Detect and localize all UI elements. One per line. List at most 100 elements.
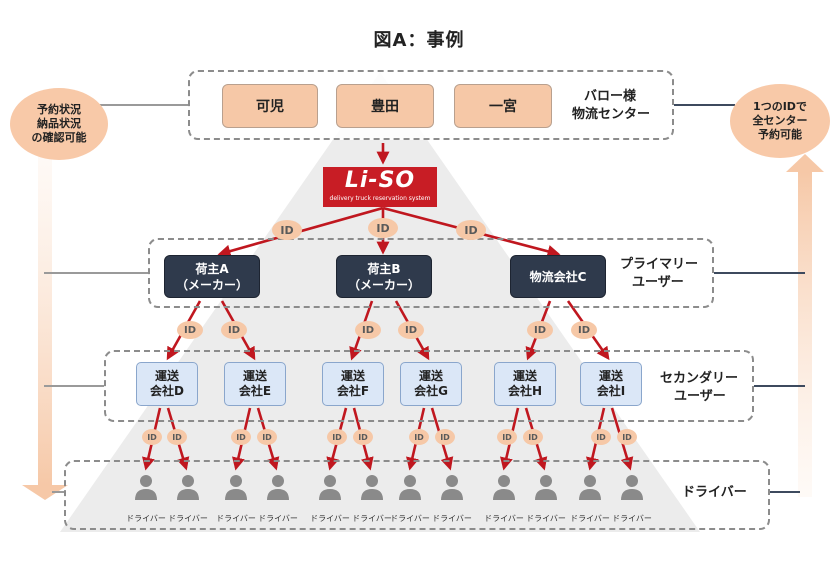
shipper-b-name: 荷主B — [367, 261, 401, 276]
id-badge: ID — [591, 429, 611, 445]
carrier-e-line2: 会社E — [238, 384, 272, 398]
carrier-h-box: 運送 会社H — [494, 362, 556, 406]
driver-label: ドライバー — [432, 514, 472, 523]
right-bubble-line2: 全センター — [752, 114, 808, 127]
logo-subtext: delivery truck reservation system — [329, 195, 431, 202]
driver-icon — [441, 475, 463, 500]
id-badge: ID — [257, 429, 277, 445]
center-kani: 可児 — [222, 84, 318, 128]
driver-label: ドライバー — [390, 514, 430, 523]
id-badge: ID — [167, 429, 187, 445]
carrier-e-line1: 運送 — [242, 369, 267, 383]
left-bubble-line1: 予約状況 — [37, 103, 81, 116]
pyramid-shape — [60, 72, 700, 532]
carrier-g-box: 運送 会社G — [400, 362, 462, 406]
carrier-g-line1: 運送 — [418, 369, 443, 383]
driver-icon — [267, 475, 289, 500]
primary-user-label: プライマリー ユーザー — [620, 256, 710, 292]
driver-icon — [225, 475, 247, 500]
driver-label: ドライバー — [612, 514, 652, 523]
right-bubble-line1: 1つのIDで — [753, 100, 807, 113]
left-down-arrow — [22, 150, 68, 500]
driver-label: ドライバー — [352, 514, 392, 523]
carrier-i-line2: 会社I — [596, 384, 626, 398]
primary-label-line2: ユーザー — [632, 275, 684, 290]
left-status-bubble: 予約状況 納品状況 の確認可能 — [10, 88, 108, 160]
carrier-d-line2: 会社D — [150, 384, 184, 398]
shipper-a-box: 荷主A （メーカー） — [164, 255, 260, 298]
id-badge: ID — [523, 429, 543, 445]
driver-icon — [535, 475, 557, 500]
carrier-d-line1: 運送 — [154, 369, 179, 383]
carrier-f-line2: 会社F — [336, 384, 370, 398]
carrier-i-line1: 運送 — [598, 369, 623, 383]
carrier-i-box: 運送 会社I — [580, 362, 642, 406]
driver-label: ドライバー — [126, 514, 166, 523]
primary-label-line1: プライマリー — [620, 257, 699, 272]
driver-label: ドライバー — [526, 514, 566, 523]
right-up-arrow — [786, 154, 824, 497]
valor-label-line2: 物流センター — [572, 107, 651, 122]
id-badge: ID — [231, 429, 251, 445]
driver-icon — [135, 475, 157, 500]
carrier-h-line2: 会社H — [507, 384, 543, 398]
right-id-bubble: 1つのIDで 全センター 予約可能 — [730, 84, 830, 158]
driver-label: ドライバー — [168, 514, 208, 523]
secondary-label-line1: セカンダリー — [660, 371, 739, 386]
id-badge: ID — [142, 429, 162, 445]
li-so-logo: Li-SO delivery truck reservation system — [323, 167, 437, 207]
primary-user-group — [148, 238, 714, 308]
right-connectors — [674, 104, 805, 493]
id-badge: ID — [617, 429, 637, 445]
left-bubble-line3: の確認可能 — [31, 131, 87, 144]
logistics-c-name: 物流会社C — [529, 269, 587, 284]
id-badge: ID — [398, 321, 424, 339]
shipper-b-box: 荷主B （メーカー） — [336, 255, 432, 298]
secondary-user-label: セカンダリー ユーザー — [660, 370, 752, 406]
valor-center-label: バロー様 物流センター — [572, 88, 672, 124]
driver-icon — [493, 475, 515, 500]
right-bubble-line3: 予約可能 — [758, 128, 802, 141]
driver-label: ドライバー — [258, 514, 298, 523]
driver-label: ドライバー — [310, 514, 350, 523]
secondary-user-group — [104, 350, 754, 422]
logistics-c-box: 物流会社C — [510, 255, 606, 298]
carrier-f-box: 運送 会社F — [322, 362, 384, 406]
shipper-a-type: （メーカー） — [175, 277, 248, 292]
driver-icons — [135, 475, 643, 500]
id-badge: ID — [353, 429, 373, 445]
driver-label: ドライバー — [484, 514, 524, 523]
carrier-f-line1: 運送 — [340, 369, 365, 383]
id-badge: ID — [435, 429, 455, 445]
shipper-a-name: 荷主A — [195, 261, 229, 276]
center-toyota: 豊田 — [336, 84, 434, 128]
id-badge: ID — [177, 321, 203, 339]
driver-icon — [177, 475, 199, 500]
carrier-g-line2: 会社G — [414, 384, 448, 398]
driver-label: ドライバー — [216, 514, 256, 523]
driver-icon — [361, 475, 383, 500]
shipper-b-type: （メーカー） — [347, 277, 420, 292]
driver-icon — [621, 475, 643, 500]
id-badge: ID — [571, 321, 597, 339]
id-badge: ID — [221, 321, 247, 339]
secondary-label-line2: ユーザー — [674, 389, 726, 404]
driver-icon — [399, 475, 421, 500]
id-badge: ID — [327, 429, 347, 445]
page-title: 図A：事例 — [373, 30, 465, 51]
id-badge: ID — [456, 220, 486, 240]
driver-icon — [579, 475, 601, 500]
id-badge: ID — [497, 429, 517, 445]
carrier-e-box: 運送 会社E — [224, 362, 286, 406]
center-ichinomiya: 一宮 — [454, 84, 552, 128]
driver-group — [64, 460, 770, 530]
driver-label: ドライバー — [570, 514, 610, 523]
left-bubble-line2: 納品状況 — [37, 117, 81, 130]
id-badge: ID — [355, 321, 381, 339]
id-badge: ID — [272, 220, 302, 240]
valor-label-line1: バロー様 — [584, 89, 637, 104]
carrier-h-line1: 運送 — [512, 369, 537, 383]
logo-text: Li-SO — [344, 168, 416, 193]
id-badge: ID — [527, 321, 553, 339]
id-badge: ID — [409, 429, 429, 445]
